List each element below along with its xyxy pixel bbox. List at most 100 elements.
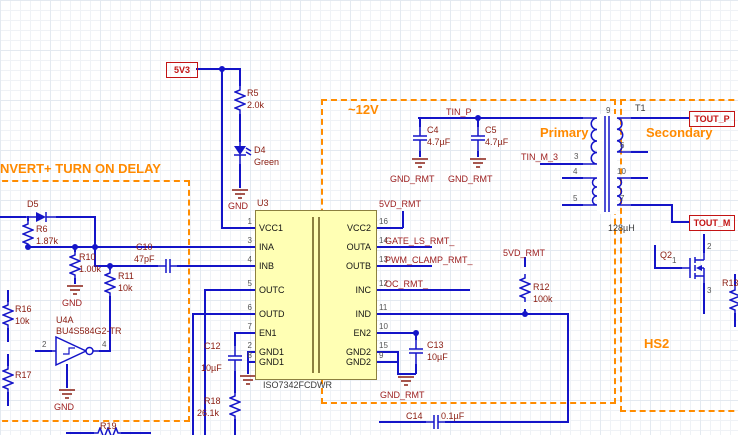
pin-number: 14 [379, 236, 388, 245]
port-tout-m[interactable]: TOUT_M [689, 215, 735, 231]
net-label-pwm-clamp[interactable]: PWM_CLAMP_RMT_ [385, 255, 473, 265]
inverter-U4A[interactable] [52, 334, 100, 368]
pin-number: 8 [247, 351, 252, 360]
pin-name: EN1 [259, 328, 277, 338]
wire [234, 371, 236, 393]
resistor-R5[interactable] [234, 86, 246, 114]
resistor-R16[interactable] [2, 301, 14, 329]
ground-icon[interactable] [397, 375, 415, 387]
wire [375, 265, 432, 267]
net-label-tin-p[interactable]: TIN_P [446, 107, 472, 117]
region-secondary[interactable] [620, 99, 738, 412]
isolation-barrier [312, 217, 314, 373]
resistor-R18[interactable] [229, 392, 241, 420]
wire [239, 114, 241, 142]
ground-icon[interactable] [66, 284, 84, 296]
wire [567, 313, 569, 422]
value: ISO7342FCDWR [263, 380, 333, 390]
pin-number: 9 [379, 351, 384, 360]
value: 100k [533, 294, 553, 304]
wire [7, 354, 9, 366]
pin-name: OUTA [346, 242, 371, 252]
value: 26.1k [197, 408, 220, 418]
pin-number: 5 [573, 194, 578, 203]
wire [415, 364, 417, 374]
wire [234, 332, 255, 334]
designator: C10 [136, 242, 153, 252]
designator: R17 [15, 370, 32, 380]
wire [397, 351, 399, 374]
capacitor-C13[interactable] [408, 339, 424, 365]
port-tout-p[interactable]: TOUT_P [689, 111, 735, 127]
resistor-R13[interactable] [729, 286, 738, 314]
wire [415, 332, 417, 340]
resistor-R17[interactable] [2, 365, 14, 393]
pin-name: INB [259, 261, 275, 271]
net-label-gate-ls[interactable]: GATE_LS_RMT_ [385, 236, 455, 246]
wire [375, 351, 399, 353]
isolation-barrier [318, 217, 320, 373]
wire [734, 274, 736, 286]
ground-icon[interactable] [469, 157, 487, 169]
net-label-5vd-rmt[interactable]: 5VD_RMT [503, 248, 546, 258]
power-port-5v3[interactable]: 5V3 [166, 62, 198, 78]
value: 10k [15, 316, 30, 326]
wire [445, 421, 569, 423]
value: 4.7µF [427, 137, 451, 147]
wire [562, 177, 583, 179]
region-turn-on-delay[interactable] [0, 180, 190, 422]
wire [397, 373, 416, 375]
wire [234, 332, 236, 346]
wire [247, 351, 255, 353]
ground-icon[interactable] [231, 188, 249, 200]
transformer-T1[interactable] [583, 114, 631, 214]
gnd-rmt-label: GND_RMT [380, 390, 425, 400]
wire [221, 68, 223, 228]
value: 10µF [201, 363, 222, 373]
pin-number: 12 [379, 279, 388, 288]
ic-U3[interactable] [255, 210, 377, 380]
pin-number: 3 [707, 286, 712, 295]
resistor-R11[interactable] [104, 269, 116, 297]
wire [631, 151, 648, 153]
ground-icon[interactable] [411, 157, 429, 169]
resistor-R6[interactable] [22, 220, 34, 248]
pin-name: GND2 [345, 347, 371, 357]
ground-icon[interactable] [58, 388, 76, 400]
pin-number: 3 [247, 236, 252, 245]
pin-name: GND2 [345, 357, 371, 367]
wire [375, 246, 432, 248]
capacitor-C10[interactable] [158, 258, 178, 274]
pin-number: 1 [247, 217, 252, 226]
value: 10µF [427, 352, 448, 362]
net-label-oc[interactable]: OC_RMT_ [385, 279, 429, 289]
pin-number: 16 [379, 217, 388, 226]
capacitor-C4[interactable] [412, 126, 428, 152]
pin-number: 2 [247, 341, 252, 350]
mosfet-Q2[interactable] [682, 252, 714, 284]
designator: R6 [36, 224, 48, 234]
wire [177, 265, 255, 267]
wire [204, 289, 206, 435]
wire [239, 164, 241, 188]
capacitor-C5[interactable] [470, 126, 486, 152]
resistor-R12[interactable] [519, 266, 531, 310]
wire [375, 289, 470, 291]
wire [734, 313, 736, 327]
region-label-turn-on-delay: NVERT+ TURN ON DELAY [0, 161, 161, 176]
pin-number: 6 [620, 141, 625, 150]
value: 4.7µF [485, 137, 509, 147]
wire [671, 221, 689, 223]
designator: R18 [204, 396, 221, 406]
designator: D4 [254, 145, 266, 155]
led-D4[interactable] [230, 142, 254, 164]
designator: U3 [257, 198, 269, 208]
pin-number: 15 [379, 341, 388, 350]
pin-name: INC [355, 285, 372, 295]
net-label-5vd-rmt[interactable]: 5VD_RMT [379, 199, 422, 209]
wire [66, 432, 94, 434]
net-label-tin-m-3[interactable]: TIN_M_3 [521, 152, 559, 162]
wire [27, 216, 29, 221]
region-label-secondary: Secondary [646, 125, 713, 140]
wire [375, 332, 416, 334]
